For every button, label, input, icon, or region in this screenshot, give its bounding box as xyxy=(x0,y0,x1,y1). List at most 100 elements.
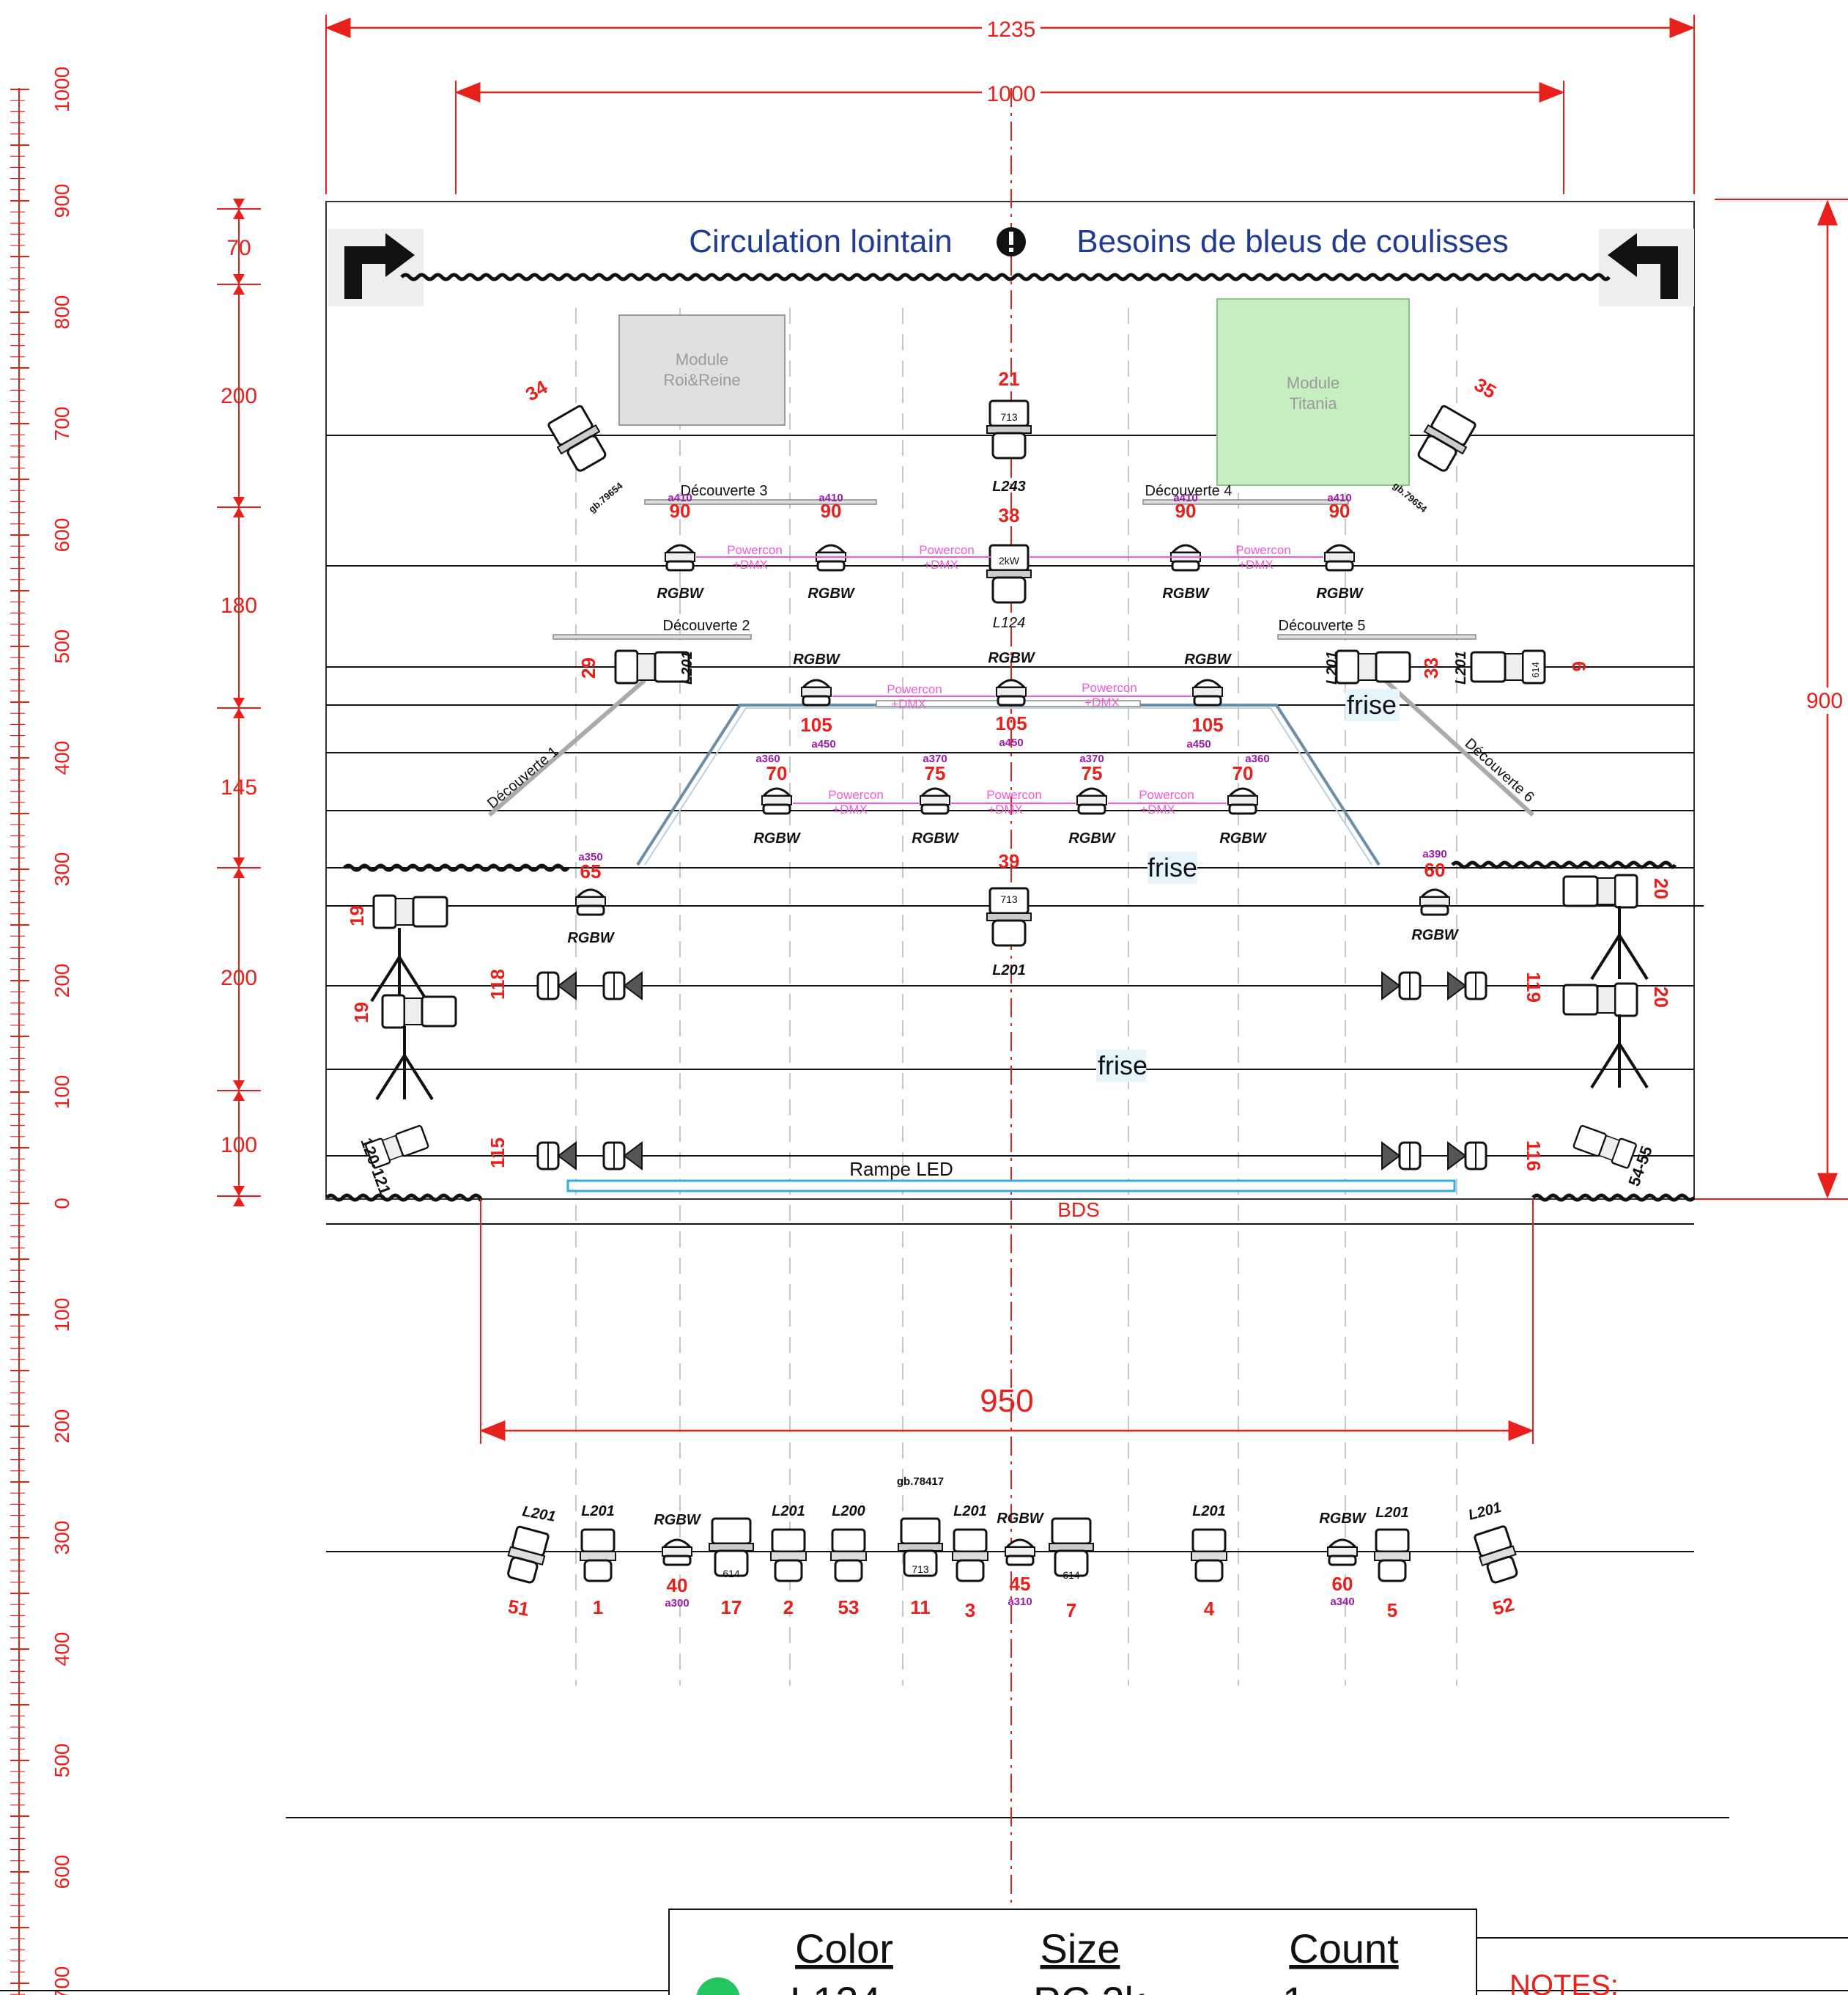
legend-row-count: 1 xyxy=(1282,1978,1305,1995)
ruler-label: 1000 xyxy=(51,67,73,112)
svg-text:RGBW: RGBW xyxy=(988,650,1035,666)
svg-text:a410: a410 xyxy=(1327,492,1351,504)
svg-text:a410: a410 xyxy=(818,492,843,504)
svg-text:11: 11 xyxy=(910,1596,931,1618)
dim-100: 100 xyxy=(221,1133,257,1157)
ruler-label: 500 xyxy=(51,630,73,664)
legend: Color Size Count L124 PC 2k 1 NOTES: xyxy=(668,1909,1848,1995)
svg-text:52: 52 xyxy=(1490,1593,1517,1619)
svg-text:713: 713 xyxy=(1000,893,1018,905)
svg-text:Powercon: Powercon xyxy=(986,788,1042,802)
ruler-label: 800 xyxy=(51,295,73,330)
ruler-label: 600 xyxy=(51,518,73,553)
svg-text:a360: a360 xyxy=(1245,753,1269,765)
legend-row-size: PC 2k xyxy=(1033,1978,1145,1995)
svg-text:RGBW: RGBW xyxy=(1068,830,1116,847)
svg-text:5: 5 xyxy=(1387,1599,1397,1621)
svg-text:RGBW: RGBW xyxy=(1411,927,1459,943)
svg-text:Module: Module xyxy=(1287,374,1339,392)
svg-text:a410: a410 xyxy=(668,492,692,504)
header-right-text: Besoins de bleus de coulisses xyxy=(1076,224,1508,259)
svg-text:118: 118 xyxy=(487,969,509,1000)
module-titania: Module Titania xyxy=(1216,298,1410,486)
svg-text:53: 53 xyxy=(838,1596,860,1618)
ruler-label: 400 xyxy=(51,741,73,775)
ruler-label: 300 xyxy=(51,1521,73,1555)
svg-text:Roi&Reine: Roi&Reine xyxy=(663,371,740,389)
svg-text:105: 105 xyxy=(1191,714,1223,736)
ruler-label: 200 xyxy=(51,1409,73,1444)
svg-text:RGBW: RGBW xyxy=(657,586,704,602)
svg-text:119: 119 xyxy=(1523,972,1545,1003)
svg-text:90: 90 xyxy=(1175,500,1197,522)
svg-text:RGBW: RGBW xyxy=(654,1512,701,1528)
svg-text:L201: L201 xyxy=(1192,1503,1226,1519)
ch-6: 6 xyxy=(1568,661,1590,671)
bottom-dimension: 950 xyxy=(479,1199,1534,1444)
svg-text:51: 51 xyxy=(506,1595,531,1620)
ruler-label: 0 xyxy=(51,1198,73,1209)
svg-text:RGBW: RGBW xyxy=(1316,586,1364,602)
svg-text:614: 614 xyxy=(1062,1569,1080,1581)
legend-size-header: Size xyxy=(1041,1925,1120,1972)
rampe-led xyxy=(566,1179,1456,1192)
svg-text:a450: a450 xyxy=(999,737,1023,749)
svg-text:60: 60 xyxy=(1424,859,1446,881)
svg-text:70: 70 xyxy=(1232,762,1254,784)
frise-2: frise xyxy=(1147,852,1197,882)
svg-text:75: 75 xyxy=(925,762,946,784)
dim-950: 950 xyxy=(980,1383,1033,1419)
notes-label: NOTES: xyxy=(1509,1969,1619,1995)
svg-text:17: 17 xyxy=(721,1596,742,1618)
ruler-label: 100 xyxy=(51,1298,73,1332)
svg-text:2: 2 xyxy=(783,1596,794,1618)
svg-text:Module: Module xyxy=(676,350,728,369)
dim-70: 70 xyxy=(226,236,251,260)
svg-text:L201: L201 xyxy=(1375,1505,1409,1521)
svg-text:1: 1 xyxy=(593,1596,603,1618)
ch-33: 33 xyxy=(1420,657,1442,679)
svg-text:+DMX: +DMX xyxy=(1140,803,1175,816)
svg-text:L201: L201 xyxy=(1467,1500,1504,1524)
ruler-label: 400 xyxy=(51,1632,73,1667)
left-ruler: 1000900800700600500400300200100010020030… xyxy=(10,67,73,1995)
svg-text:40: 40 xyxy=(667,1574,688,1596)
svg-text:45: 45 xyxy=(1010,1573,1031,1595)
svg-text:3: 3 xyxy=(965,1599,975,1621)
svg-text:19: 19 xyxy=(350,1002,372,1023)
svg-text:Powercon: Powercon xyxy=(1139,788,1194,802)
svg-text:RGBW: RGBW xyxy=(807,586,855,602)
svg-text:70: 70 xyxy=(766,762,788,784)
frise-1: frise xyxy=(1347,690,1397,720)
svg-text:RGBW: RGBW xyxy=(1219,830,1267,847)
rampe-label: Rampe LED xyxy=(849,1158,953,1180)
svg-text:105: 105 xyxy=(800,714,832,736)
ch-21: 21 xyxy=(999,368,1020,390)
svg-text:RGBW: RGBW xyxy=(567,930,615,946)
stage xyxy=(0,88,1848,1995)
dim-200a: 200 xyxy=(221,384,257,408)
ruler-label: 300 xyxy=(51,852,73,887)
svg-text:90: 90 xyxy=(1329,500,1350,522)
top-dimensions: 1235 1000 xyxy=(325,15,1696,194)
svg-text:RGBW: RGBW xyxy=(997,1511,1044,1527)
svg-text:a410: a410 xyxy=(1173,492,1197,504)
svg-text:60: 60 xyxy=(1332,1573,1353,1595)
svg-text:Powercon: Powercon xyxy=(887,682,942,696)
svg-text:65: 65 xyxy=(580,860,602,882)
svg-text:L201: L201 xyxy=(1324,651,1340,685)
decouverte-3: Découverte 3 xyxy=(681,483,768,499)
legend-count-header: Count xyxy=(1289,1925,1399,1972)
svg-text:L201: L201 xyxy=(679,651,695,685)
dim-900: 900 xyxy=(1806,689,1843,713)
svg-text:a360: a360 xyxy=(755,753,780,765)
svg-text:20: 20 xyxy=(1650,878,1672,899)
legend-color-header: Color xyxy=(795,1925,893,1972)
svg-text:gb.78417: gb.78417 xyxy=(897,1475,944,1488)
svg-text:L201: L201 xyxy=(1453,651,1469,685)
svg-text:+DMX: +DMX xyxy=(988,803,1023,816)
svg-text:RGBW: RGBW xyxy=(753,830,801,847)
svg-text:116: 116 xyxy=(1523,1140,1545,1171)
ruler-label: 700 xyxy=(51,407,73,441)
decouverte-4: Découverte 4 xyxy=(1145,483,1232,499)
